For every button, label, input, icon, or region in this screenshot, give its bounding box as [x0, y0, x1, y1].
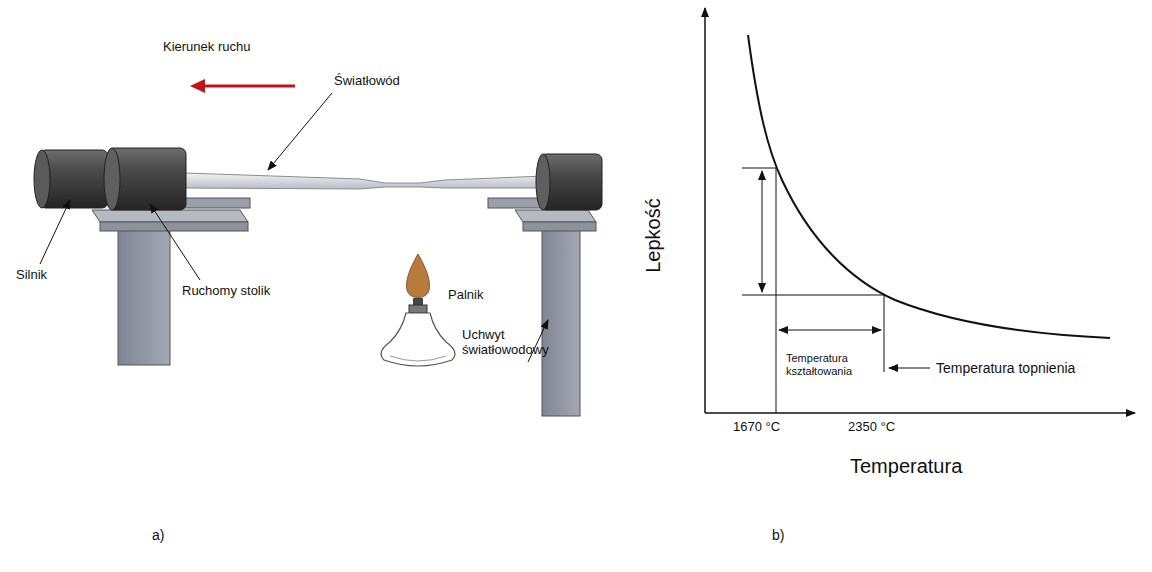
guide-line	[884, 295, 885, 372]
tick-label: 2350 °C	[848, 420, 895, 435]
range-label: Temperatura kształtowania	[786, 352, 878, 377]
leader-line	[150, 204, 200, 280]
part-label: Palnik	[448, 288, 483, 303]
annotation: Temperatura topnienia	[936, 360, 1075, 376]
part-label: Ruchomy stolik	[182, 284, 270, 299]
left-pedestal	[92, 198, 250, 365]
guide-line	[742, 295, 884, 296]
y-axis	[704, 8, 706, 413]
direction-arrow	[205, 85, 295, 88]
fiber-holder-pedestal	[488, 198, 596, 416]
leader-line	[40, 200, 70, 264]
axis-title: Lepkość	[642, 198, 665, 273]
x-axis	[705, 412, 1135, 414]
temperature-range-arrow	[779, 330, 881, 331]
part-label: Silnik	[16, 268, 47, 283]
axis-title: Temperatura	[850, 455, 962, 478]
part-label: Uchwyt światłowodowy	[462, 328, 572, 358]
guide-line	[776, 168, 777, 413]
fiber-holder	[536, 154, 602, 210]
leader-line	[268, 93, 332, 170]
viscosity-range-arrow	[762, 171, 763, 292]
direction-arrowhead	[190, 79, 205, 93]
panel-label: b)	[772, 527, 784, 543]
moving-stage	[104, 148, 186, 210]
leader-line	[889, 368, 930, 369]
tick-label: 1670 °C	[733, 420, 780, 435]
motor	[34, 150, 108, 208]
viscosity-curve	[748, 35, 1110, 338]
optical-fiber	[185, 173, 545, 189]
burner	[381, 254, 455, 366]
part-label: Światłowód	[334, 74, 400, 89]
panel-label: a)	[152, 527, 164, 543]
direction-label: Kierunek ruchu	[163, 40, 250, 55]
guide-line	[742, 168, 776, 169]
